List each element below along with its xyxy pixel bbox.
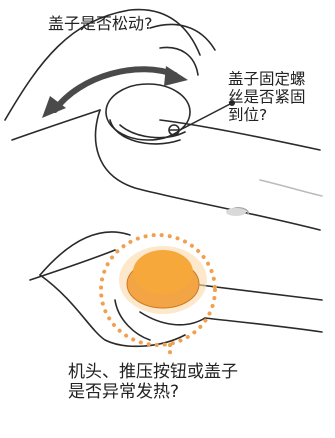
cap-ring: [109, 119, 181, 145]
hand-thumb: [39, 274, 186, 348]
pointer-dot: [229, 100, 235, 106]
hand-outline-top: [149, 23, 216, 51]
heat-check-line-2: 是否异常发热?: [68, 382, 180, 402]
screw-tight-line-2: 丝是否紧固: [228, 88, 306, 106]
heat-check-line-1: 机头、推压按钮或盖子: [68, 362, 238, 382]
body-lower: [139, 311, 206, 326]
highlight-dotted-circle: [99, 233, 217, 347]
device-body-outline: [94, 109, 321, 231]
device-edge: [259, 179, 323, 197]
pointer-line: [179, 102, 233, 131]
body-inner: [114, 299, 151, 341]
hand-outline-lower: [39, 231, 131, 276]
screw-tight-label: 盖子固定螺 丝是否紧固 到位?: [228, 70, 334, 124]
arrow-head-right: [164, 66, 188, 86]
screw-tight-line-1: 盖子固定螺: [228, 70, 306, 88]
cap-ellipse: [105, 83, 191, 141]
push-button-top: [133, 250, 193, 294]
device-top-illustration: [4, 8, 323, 231]
device-shine-fill: [226, 208, 246, 216]
heat-check-label: 机头、推压按钮或盖子 是否异常发热?: [68, 362, 238, 402]
device-body-top: [159, 119, 321, 151]
cap-ring-2: [119, 124, 186, 139]
body-lower-right: [199, 284, 323, 301]
finger-outline: [11, 109, 101, 141]
cap-loose-label: 盖子是否松动?: [48, 14, 153, 33]
rotation-arrow-icon: [52, 66, 178, 113]
hand-finger-lower: [29, 249, 116, 281]
screw-tight-line-3: 到位?: [228, 106, 268, 124]
arrow-head-left: [42, 96, 66, 118]
screw: [168, 124, 180, 136]
hand-outline-left: [4, 8, 201, 121]
body-lower-right-2: [204, 317, 323, 333]
hand-outline-top2: [159, 46, 199, 76]
